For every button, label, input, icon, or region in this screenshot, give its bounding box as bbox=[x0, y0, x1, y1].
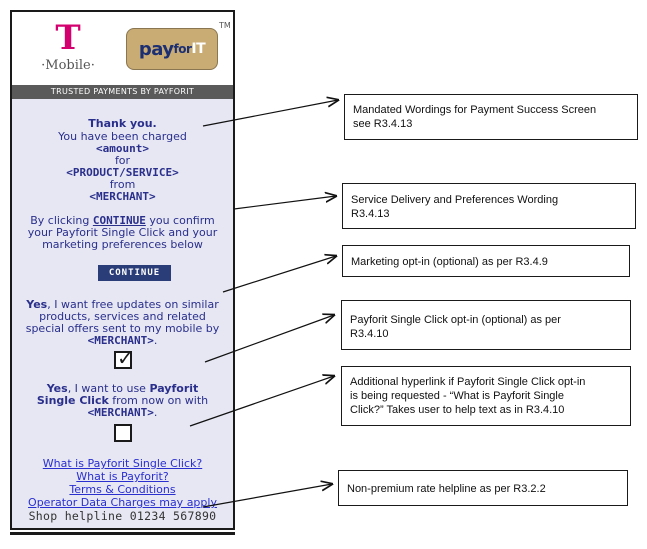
callout-mandated-wordings: Mandated Wordings for Payment Success Sc… bbox=[344, 94, 638, 140]
optin-period: . bbox=[153, 334, 158, 347]
what-is-single-click-link[interactable]: What is Payforit Single Click? bbox=[42, 457, 203, 470]
callout-single-click-line-1: Payforit Single Click opt-in (optional) … bbox=[350, 314, 561, 326]
single-click-merchant: <MERCHANT> bbox=[87, 406, 154, 419]
confirm-prefix: By clicking bbox=[30, 214, 93, 227]
arrow-mandated bbox=[202, 100, 338, 127]
single-click-period: . bbox=[153, 406, 158, 419]
callout-helpline: Non-premium rate helpline as per R3.2.2 bbox=[338, 470, 628, 506]
thank-you-title: Thank you. bbox=[88, 117, 157, 130]
merchant-placeholder: <MERCHANT> bbox=[89, 190, 156, 203]
single-click-line-2-rest: from now on with bbox=[108, 394, 209, 407]
payforit-logo-pay: pay bbox=[138, 38, 174, 60]
tmobile-t-glyph: T bbox=[55, 18, 81, 58]
callout-mandated-line-2: see R3.4.13 bbox=[353, 118, 413, 130]
single-click-payforit: Payforit bbox=[149, 382, 199, 395]
arrow-helpline bbox=[202, 484, 332, 508]
callout-single-click-line-2: R3.4.10 bbox=[350, 328, 389, 340]
arrow-marketing-optin bbox=[222, 256, 336, 293]
phone-bottom-bar bbox=[10, 532, 235, 535]
single-click-yes: Yes bbox=[46, 382, 68, 395]
callout-hyperlink-line-1: Additional hyperlink if Payforit Single … bbox=[350, 376, 586, 388]
for-word: for bbox=[114, 154, 131, 167]
thank-you-heading: Thank you. bbox=[12, 118, 233, 130]
arrow-service-delivery bbox=[233, 196, 336, 210]
arrow-additional-hyperlink bbox=[189, 376, 334, 427]
product-placeholder: <PRODUCT/SERVICE> bbox=[66, 166, 179, 179]
amount-placeholder: <amount> bbox=[96, 142, 149, 155]
callout-mandated-line-1: Mandated Wordings for Payment Success Sc… bbox=[353, 104, 597, 116]
confirm-suffix: you confirm bbox=[145, 214, 215, 227]
confirm-line-1: By clicking CONTINUE you confirm bbox=[12, 215, 233, 227]
optin-line-1: Yes, I want free updates on similar bbox=[12, 299, 233, 311]
tmobile-wordmark: ·Mobile· bbox=[41, 58, 95, 73]
confirm-line-3: marketing preferences below bbox=[42, 238, 203, 251]
checkmark-icon: ✓ bbox=[117, 346, 134, 370]
callout-service-line-2: R3.4.13 bbox=[351, 208, 390, 220]
single-click-line-1: Yes, I want to use Payforit bbox=[12, 383, 233, 395]
optin-line-1-rest: , I want free updates on similar bbox=[47, 298, 219, 311]
single-click-line-1-rest: , I want to use bbox=[67, 382, 150, 395]
shop-helpline: Shop helpline 01234 567890 bbox=[28, 509, 217, 523]
confirm-line-2: your Payforit Single Click and your bbox=[27, 226, 218, 239]
continue-button[interactable]: CONTINUE bbox=[98, 265, 171, 281]
from-word: from bbox=[109, 178, 136, 191]
callout-hyperlink-line-2: is being requested - “What is Payforit S… bbox=[350, 390, 564, 402]
callout-marketing-optin: Marketing opt-in (optional) as per R3.4.… bbox=[342, 245, 630, 277]
single-click-line-2: Single Click from now on with bbox=[12, 395, 233, 407]
single-click-bold: Single Click bbox=[36, 394, 109, 407]
callout-hyperlink-line-3: Click?” Takes user to help text as in R3… bbox=[350, 404, 565, 416]
callout-service-line-1: Service Delivery and Preferences Wording bbox=[351, 194, 559, 206]
payforit-logo-for: for bbox=[173, 42, 192, 56]
marketing-optin-checkbox[interactable]: ✓ bbox=[114, 346, 134, 370]
callout-single-click-optin: Payforit Single Click opt-in (optional) … bbox=[341, 300, 631, 350]
callout-service-delivery: Service Delivery and Preferences Wording… bbox=[342, 183, 636, 229]
single-click-checkbox[interactable] bbox=[114, 424, 132, 442]
optin-line-2: products, services and related bbox=[39, 310, 206, 323]
terms-conditions-link[interactable]: Terms & Conditions bbox=[69, 483, 176, 496]
what-is-payforit-link[interactable]: What is Payforit? bbox=[76, 470, 169, 483]
trusted-payments-bar: TRUSTED PAYMENTS BY PAYFORIT bbox=[12, 85, 233, 99]
single-click-line-3: <MERCHANT>. bbox=[12, 407, 233, 419]
callout-marketing-line-1: Marketing opt-in (optional) as per R3.4.… bbox=[351, 256, 548, 268]
continue-inline-link[interactable]: CONTINUE bbox=[92, 214, 146, 227]
callout-helpline-line-1: Non-premium rate helpline as per R3.2.2 bbox=[347, 483, 546, 495]
tmobile-logo: T ·Mobile· bbox=[34, 20, 102, 73]
charged-line: You have been charged bbox=[58, 130, 187, 143]
callout-additional-hyperlink: Additional hyperlink if Payforit Single … bbox=[341, 366, 631, 426]
payforit-logo-it: IT bbox=[191, 41, 206, 57]
arrow-single-click-optin bbox=[204, 315, 334, 363]
optin-yes: Yes bbox=[26, 298, 48, 311]
operator-data-charges-link[interactable]: Operator Data Charges may apply bbox=[28, 496, 217, 509]
optin-line-4: <MERCHANT>. bbox=[12, 335, 233, 347]
trademark-mark: TM bbox=[219, 21, 231, 30]
optin-line-3: special offers sent to my mobile by bbox=[25, 322, 220, 335]
optin-merchant: <MERCHANT> bbox=[87, 334, 154, 347]
